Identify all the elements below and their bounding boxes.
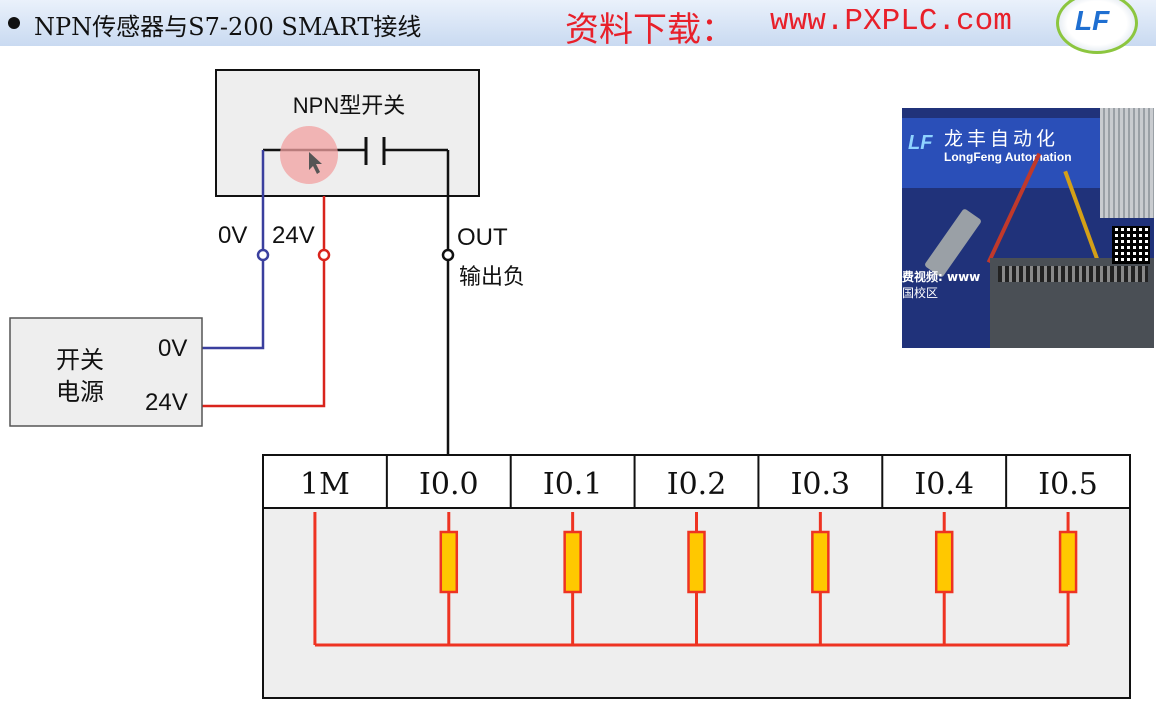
input-resistor bbox=[934, 530, 954, 594]
power-supply-label-line2: 电源 bbox=[56, 379, 104, 406]
input-resistor bbox=[811, 530, 830, 594]
download-url[interactable]: www.PXPLC.com bbox=[770, 4, 1012, 39]
photo-campus-text: 国校区 bbox=[902, 286, 939, 300]
photo-plc-terminal-strip bbox=[998, 266, 1148, 282]
out-lead-label: OUT bbox=[457, 224, 508, 251]
plc-terminal-i0-3: I0.3 bbox=[791, 467, 851, 502]
power-supply-label-line1: 开关 bbox=[56, 347, 104, 374]
photo-company-en: LongFeng Automation bbox=[944, 150, 1072, 164]
plus-24v-terminal bbox=[317, 248, 331, 262]
plus-24v-lead-label: 24V bbox=[272, 222, 315, 249]
photo-power-supply bbox=[1100, 108, 1154, 218]
power-supply-box bbox=[9, 317, 203, 427]
cursor-icon bbox=[309, 152, 322, 174]
plc-terminal-i0-1: I0.1 bbox=[543, 467, 603, 502]
photo-company-cn: 龙丰自动化 bbox=[944, 128, 1060, 150]
page-title: NPN传感器与S7-200 SMART接线 bbox=[34, 13, 422, 41]
plc-internal-wiring bbox=[313, 512, 1078, 647]
plc-terminal-i0-0: I0.0 bbox=[419, 467, 479, 502]
download-label: 资料下载： bbox=[565, 11, 735, 49]
npn-switch-title: NPN型开关 bbox=[293, 93, 405, 118]
input-resistor bbox=[563, 530, 582, 594]
input-resistor bbox=[1058, 530, 1078, 594]
plc-terminals: 1M I0.0 I0.1 I0.2 I0.3 I0.4 I0.5 bbox=[300, 455, 1098, 508]
title-bar: NPN传感器与S7-200 SMART接线 资料下载： www.PXPLC.co… bbox=[0, 0, 1156, 54]
plc-terminal-i0-4: I0.4 bbox=[914, 467, 974, 502]
zero-v-terminal bbox=[256, 248, 270, 262]
plc-terminal-i0-5: I0.5 bbox=[1038, 467, 1098, 502]
npn-switch-box bbox=[215, 69, 480, 197]
plc-terminal-1m: 1M bbox=[300, 467, 350, 502]
plus-24v-wire bbox=[202, 196, 326, 408]
photo-banner bbox=[902, 118, 1112, 188]
zero-v-wire bbox=[202, 150, 265, 350]
out-note-label: 输出负 bbox=[459, 264, 525, 289]
photo-free-video-text: 费视频: www bbox=[902, 270, 981, 284]
input-resistor bbox=[439, 530, 459, 594]
out-terminal bbox=[441, 248, 455, 262]
training-board-photo: LF 龙丰自动化 LongFeng Automation 费视频: www 国校… bbox=[902, 108, 1154, 348]
power-supply-zero-v: 0V bbox=[158, 335, 187, 362]
plc-terminal-i0-2: I0.2 bbox=[667, 467, 727, 502]
bullet-icon bbox=[8, 17, 20, 29]
plc-terminal-strip bbox=[262, 454, 1131, 509]
photo-logo: LF bbox=[908, 132, 933, 154]
input-resistor bbox=[687, 530, 706, 594]
power-supply-24v: 24V bbox=[145, 389, 188, 416]
zero-v-lead-label: 0V bbox=[218, 222, 247, 249]
photo-qr-code bbox=[1112, 226, 1150, 264]
logo-text: LF bbox=[1075, 5, 1110, 36]
lf-logo: LF bbox=[1056, 0, 1138, 54]
